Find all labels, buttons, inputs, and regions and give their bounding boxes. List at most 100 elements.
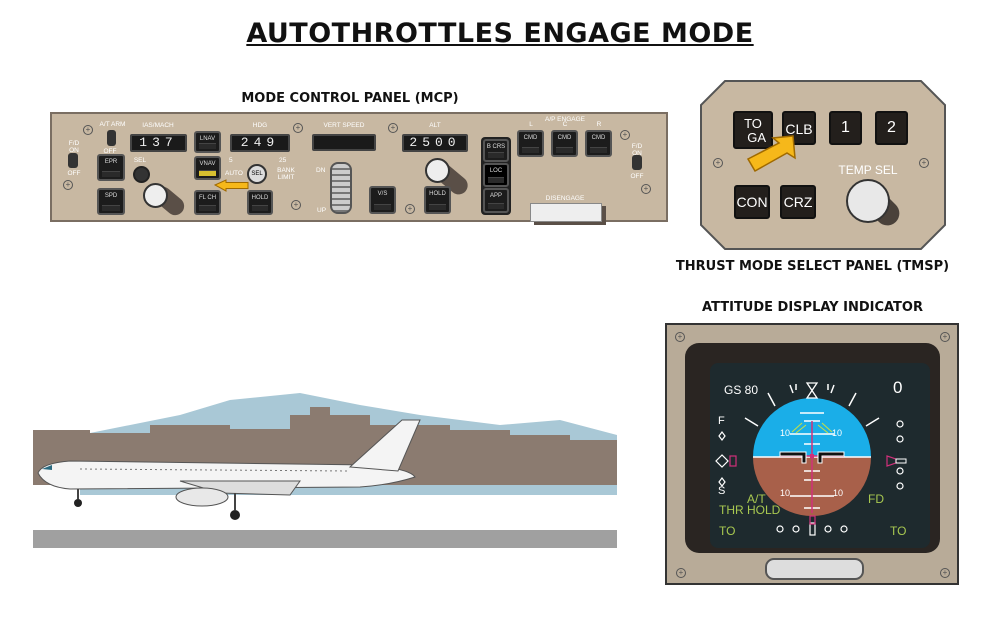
disengage-bar[interactable]	[530, 203, 602, 222]
hdg-label: HDG	[252, 122, 268, 129]
alt-knob[interactable]	[425, 158, 450, 183]
vs-label: VERT SPEED	[323, 122, 365, 129]
alt-label: ALT	[429, 122, 441, 129]
hdg-sel-label: SEL	[251, 171, 263, 177]
clb-label: CLB	[785, 121, 813, 137]
app-button[interactable]: APP	[483, 188, 509, 213]
runway	[33, 530, 617, 548]
ias-window: 137	[130, 134, 187, 152]
cmd-label: CMD	[557, 135, 572, 141]
bank-limit-label: BANK LIMIT	[277, 167, 295, 181]
toga-bottom-label: GA	[747, 130, 767, 145]
spd-button[interactable]: SPD	[97, 188, 125, 215]
groundspeed: GS 80	[724, 383, 759, 397]
cmd-label: CMD	[523, 135, 538, 141]
ias-label: IAS/MACH	[142, 122, 174, 129]
ias-sel-button[interactable]	[133, 166, 150, 183]
sel-label: SEL	[133, 157, 147, 164]
lnav-label: LNAV	[199, 136, 216, 142]
vnav-button[interactable]: VNAV	[194, 156, 221, 180]
airplane-icon	[37, 419, 421, 520]
bcrs-button[interactable]: B CRS	[483, 139, 509, 162]
adi-label: ATTITUDE DISPLAY INDICATOR	[702, 300, 923, 315]
hdg-window: 249	[230, 134, 290, 152]
takeoff-scene	[33, 393, 617, 548]
dn-label: DN	[316, 167, 326, 174]
ap-r-label: R	[596, 121, 602, 128]
pointer-arrow-icon	[746, 135, 796, 173]
fd-annunciation: FD	[868, 492, 884, 506]
ap-l-label: L	[529, 121, 533, 128]
mcp-label: MODE CONTROL PANEL (MCP)	[241, 91, 459, 106]
ias-knob[interactable]	[143, 183, 168, 208]
flch-label: FL CH	[198, 195, 217, 201]
screw-icon: +	[293, 123, 303, 133]
cmd-label: CMD	[591, 135, 606, 141]
pitch-10-down-left: 10	[780, 488, 791, 498]
pitch-10-down-right: 10	[833, 488, 844, 498]
fd-right-switch[interactable]	[632, 155, 642, 170]
vs-button[interactable]: V/S	[369, 186, 396, 214]
screw-icon: +	[388, 123, 398, 133]
alt-hold-label: HOLD	[429, 191, 446, 197]
temp-sel-knob[interactable]	[846, 179, 890, 223]
adi-adjust-knob[interactable]	[765, 558, 864, 580]
con-button[interactable]: CON	[734, 185, 770, 219]
adi-screen	[710, 363, 930, 548]
screw-icon: +	[940, 568, 950, 578]
toga-button[interactable]: TO GA	[733, 111, 773, 149]
toga-top-label: TO	[744, 116, 762, 131]
to-right-annunciation: TO	[890, 524, 907, 538]
flch-button[interactable]: FL CH	[194, 190, 221, 215]
pointer-arrow-icon	[214, 179, 249, 192]
bank-5-label: 5	[229, 157, 233, 164]
hdg-sel-knob[interactable]: SEL	[247, 164, 267, 184]
thrust-1-button[interactable]: 1	[829, 111, 862, 145]
pitch-10-up-left: 10	[780, 428, 791, 438]
epr-label: EPR	[104, 159, 118, 165]
up-label: UP	[317, 207, 327, 214]
screw-icon: +	[641, 184, 651, 194]
screw-icon: +	[620, 130, 630, 140]
fd-off-label: OFF	[67, 170, 81, 177]
vs-window	[312, 134, 376, 151]
pitch-10-up-right: 10	[832, 428, 843, 438]
loc-button[interactable]: LOC	[483, 163, 509, 187]
con-label: CON	[736, 194, 768, 210]
tmsp-panel	[700, 80, 946, 250]
to-left-annunciation: TO	[719, 524, 736, 538]
epr-button[interactable]: EPR	[97, 154, 125, 181]
hdg-hold-button[interactable]: HOLD	[247, 190, 273, 215]
vs-button-label: V/S	[377, 191, 388, 197]
cmd-l-button[interactable]: CMD	[517, 130, 544, 157]
app-label: APP	[489, 193, 502, 199]
alt-hold-button[interactable]: HOLD	[424, 186, 451, 214]
spd-label: SPD	[104, 193, 118, 199]
thrust-mode-annunciation: THR HOLD	[719, 503, 781, 517]
cmd-c-button[interactable]: CMD	[551, 130, 578, 157]
fd-on-label: F/D ON	[68, 140, 80, 154]
fd-on-label-right: F/D ON	[631, 143, 643, 157]
page-title: AUTOTHROTTLES ENGAGE MODE	[246, 18, 754, 49]
screw-icon: +	[940, 332, 950, 342]
hdg-hold-label: HOLD	[251, 195, 269, 201]
alt-window: 2500	[402, 134, 468, 152]
crz-label: CRZ	[783, 194, 813, 210]
thrust-2-button[interactable]: 2	[875, 111, 908, 145]
screw-icon: +	[713, 158, 723, 168]
screw-icon: +	[83, 125, 93, 135]
disengage-label: DISENGAGE	[545, 195, 585, 202]
fast-label: F	[718, 415, 725, 427]
ap-engage-label: A/P ENGAGE	[545, 116, 585, 123]
lnav-button[interactable]: LNAV	[194, 131, 221, 153]
cmd-r-button[interactable]: CMD	[585, 130, 612, 157]
at-off-label: OFF	[103, 148, 117, 155]
screw-icon: +	[405, 204, 415, 214]
fd-left-switch[interactable]	[68, 153, 78, 168]
crz-button[interactable]: CRZ	[780, 185, 816, 219]
vs-thumbwheel[interactable]	[330, 162, 352, 214]
screw-icon: +	[675, 332, 685, 342]
temp-sel-label: TEMP SEL	[838, 163, 898, 177]
fd-off-label-right: OFF	[630, 173, 644, 180]
at-arm-switch[interactable]	[107, 130, 116, 146]
